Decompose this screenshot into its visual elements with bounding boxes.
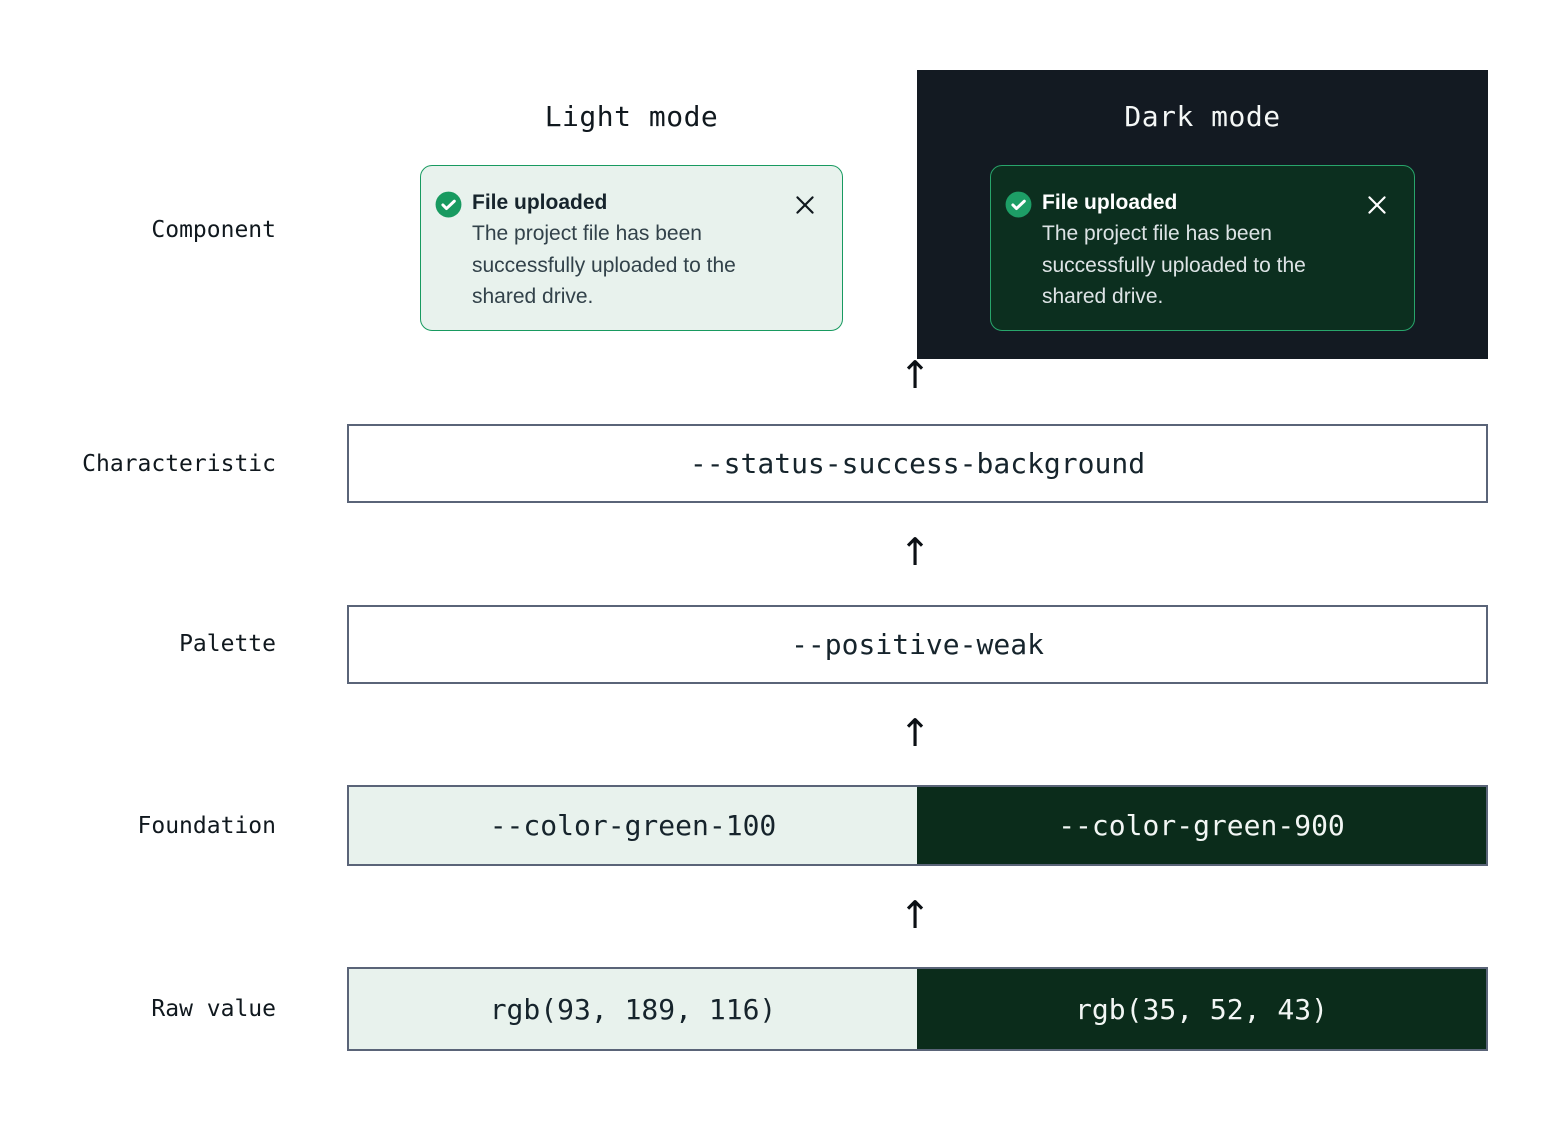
foundation-token-light: --color-green-100: [349, 787, 917, 864]
row-label-characteristic: Characteristic: [82, 451, 276, 477]
row-label-palette: Palette: [179, 631, 276, 657]
close-icon[interactable]: [1364, 192, 1390, 218]
foundation-token-box: --color-green-100 --color-green-900: [347, 785, 1488, 866]
toast-body: The project file has been successfully u…: [472, 222, 736, 308]
light-mode-header: Light mode: [544, 100, 719, 133]
toast-dark: File uploaded The project file has been …: [990, 165, 1415, 331]
toast-light: File uploaded The project file has been …: [420, 165, 843, 331]
row-label-foundation: Foundation: [137, 813, 276, 839]
check-circle-icon: [435, 191, 462, 218]
toast-title: File uploaded: [472, 191, 608, 214]
up-arrow-icon: ↑: [899, 711, 931, 755]
raw-value-light: rgb(93, 189, 116): [349, 969, 917, 1049]
palette-token: --positive-weak: [791, 628, 1044, 661]
row-label-component: Component: [151, 217, 276, 243]
characteristic-token-box: --status-success-background: [347, 424, 1488, 503]
palette-token-box: --positive-weak: [347, 605, 1488, 684]
foundation-token-dark: --color-green-900: [917, 787, 1486, 864]
dark-mode-header: Dark mode: [1124, 100, 1281, 133]
up-arrow-icon: ↑: [899, 893, 931, 937]
characteristic-token: --status-success-background: [689, 447, 1146, 480]
row-label-raw-value: Raw value: [151, 996, 276, 1022]
toast-title: File uploaded: [1042, 191, 1178, 214]
up-arrow-icon: ↑: [899, 353, 931, 397]
raw-value-dark: rgb(35, 52, 43): [917, 969, 1486, 1049]
close-icon[interactable]: [792, 192, 818, 218]
toast-body: The project file has been successfully u…: [1042, 222, 1306, 308]
raw-value-box: rgb(93, 189, 116) rgb(35, 52, 43): [347, 967, 1488, 1051]
check-circle-icon: [1005, 191, 1032, 218]
up-arrow-icon: ↑: [899, 530, 931, 574]
